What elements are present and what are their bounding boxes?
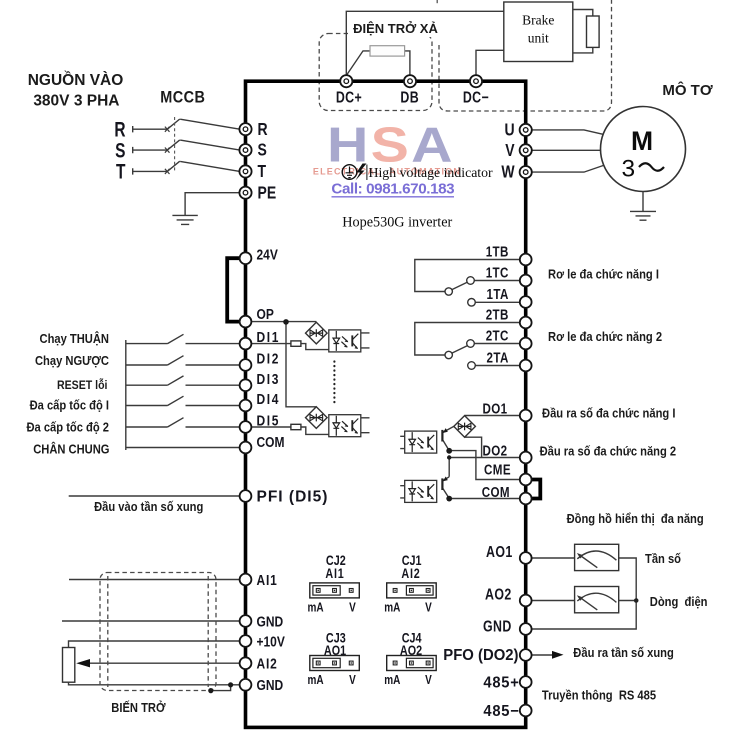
svg-text:AO2: AO2: [485, 585, 512, 603]
svg-text:GND: GND: [257, 677, 284, 694]
svg-text:mA: mA: [384, 601, 400, 614]
svg-text:AO1: AO1: [486, 543, 513, 561]
svg-text:V: V: [349, 674, 356, 687]
svg-text:PFO (DO2): PFO (DO2): [443, 647, 518, 664]
svg-text:DI4: DI4: [257, 391, 280, 408]
svg-text:COM: COM: [257, 434, 285, 451]
svg-text:W: W: [501, 163, 514, 182]
svg-text:Chạy NGƯỢC: Chạy NGƯỢC: [35, 353, 109, 368]
svg-text:Call: 0981.670.183: Call: 0981.670.183: [331, 181, 454, 198]
svg-text:2TC: 2TC: [486, 327, 509, 344]
svg-text:Brake: Brake: [522, 13, 554, 28]
svg-text:unit: unit: [528, 31, 549, 46]
svg-text:1TB: 1TB: [486, 243, 509, 260]
svg-text:380V 3 PHA: 380V 3 PHA: [33, 93, 119, 110]
svg-text:V: V: [349, 601, 356, 614]
svg-text:AI1: AI1: [325, 566, 344, 581]
svg-text:AO1: AO1: [324, 643, 346, 658]
svg-text:Đa cấp tốc độ I: Đa cấp tốc độ I: [30, 398, 109, 413]
svg-text:CME: CME: [484, 461, 511, 478]
svg-text:485−: 485−: [483, 702, 519, 719]
svg-text:CJ3: CJ3: [326, 630, 346, 645]
svg-text:DI5: DI5: [257, 412, 280, 429]
svg-text:+10V: +10V: [257, 633, 285, 650]
svg-text:PE: PE: [258, 184, 277, 203]
svg-text:Hope530G inverter: Hope530G inverter: [342, 215, 452, 231]
svg-text:ĐIỆN TRỞ XẢ: ĐIỆN TRỞ XẢ: [353, 21, 438, 36]
svg-text:Truyền thông RS 485: Truyền thông RS 485: [542, 688, 656, 703]
svg-text:DC+: DC+: [336, 88, 362, 106]
svg-text:Rơ le đa chức năng 2: Rơ le đa chức năng 2: [548, 329, 662, 344]
svg-text:CJ4: CJ4: [402, 630, 422, 645]
svg-text:ELECTRICAL AUTOMATION: ELECTRICAL AUTOMATION: [313, 167, 461, 177]
svg-text:mA: mA: [307, 674, 323, 687]
svg-text:U: U: [504, 121, 514, 140]
svg-text:DC−: DC−: [463, 88, 489, 106]
svg-text:Dòng điện: Dòng điện: [650, 594, 708, 609]
svg-text:AO2: AO2: [400, 643, 422, 658]
svg-text:24V: 24V: [257, 246, 278, 263]
svg-text:AI1: AI1: [257, 572, 278, 589]
svg-text:Đa cấp tốc độ 2: Đa cấp tốc độ 2: [26, 420, 109, 435]
svg-text:mA: mA: [384, 674, 400, 687]
svg-text:AI2: AI2: [257, 655, 278, 672]
svg-text:Đầu ra số đa chức năng 2: Đầu ra số đa chức năng 2: [540, 444, 677, 459]
svg-text:CJ2: CJ2: [326, 553, 346, 568]
svg-text:V: V: [425, 601, 432, 614]
svg-text:BIẾN TRỞ: BIẾN TRỞ: [111, 699, 166, 715]
svg-text:NGUỒN VÀO: NGUỒN VÀO: [28, 71, 124, 89]
svg-text:HSA: HSA: [327, 118, 455, 172]
svg-text:COM: COM: [482, 484, 510, 501]
svg-text:Tần số: Tần số: [645, 551, 682, 566]
svg-text:V: V: [425, 674, 432, 687]
svg-text:V: V: [505, 142, 515, 161]
svg-text:RESET lỗi: RESET lỗi: [57, 378, 108, 392]
svg-text:AI2: AI2: [401, 566, 420, 581]
svg-text:R: R: [258, 120, 269, 139]
svg-text:Rơ le đa chức năng I: Rơ le đa chức năng I: [548, 267, 659, 282]
svg-text:mA: mA: [307, 601, 323, 614]
svg-text:CHÂN CHUNG: CHÂN CHUNG: [33, 441, 109, 457]
svg-text:DO2: DO2: [482, 442, 507, 459]
svg-text:1TC: 1TC: [486, 264, 509, 281]
svg-text:3: 3: [621, 156, 635, 183]
svg-text:Đồng hồ hiển thị đa năng: Đồng hồ hiển thị đa năng: [567, 511, 704, 526]
svg-text:2TB: 2TB: [486, 306, 509, 323]
svg-text:T: T: [258, 163, 267, 182]
svg-text:485+: 485+: [483, 674, 519, 691]
svg-text:DI1: DI1: [257, 329, 280, 346]
svg-text:S: S: [258, 141, 267, 160]
svg-text:GND: GND: [257, 613, 284, 630]
svg-text:High voltage indicator: High voltage indicator: [369, 165, 494, 180]
svg-text:1TA: 1TA: [487, 286, 509, 303]
svg-text:T: T: [116, 159, 126, 183]
svg-text:DB: DB: [400, 88, 419, 106]
svg-text:Chạy THUẬN: Chạy THUẬN: [40, 330, 109, 346]
svg-text:GND: GND: [483, 617, 512, 635]
svg-text:M: M: [631, 126, 653, 156]
svg-text:OP: OP: [257, 306, 274, 323]
svg-text:CJ1: CJ1: [402, 553, 422, 568]
svg-text:Đầu ra số đa chức năng I: Đầu ra số đa chức năng I: [542, 406, 675, 421]
svg-text:DI3: DI3: [257, 371, 280, 388]
svg-text:DI2: DI2: [257, 350, 280, 367]
svg-text:DO1: DO1: [482, 400, 507, 417]
svg-text:Đầu vào tần số xung: Đầu vào tần số xung: [94, 499, 203, 514]
svg-text:S: S: [115, 138, 125, 162]
svg-text:R: R: [114, 117, 126, 141]
svg-text:PFI (DI5): PFI (DI5): [257, 489, 329, 506]
svg-text:MÔ TƠ: MÔ TƠ: [662, 81, 712, 99]
svg-text:2TA: 2TA: [487, 349, 509, 366]
svg-text:MCCB: MCCB: [160, 88, 205, 106]
svg-text:Đầu ra tần số xung: Đầu ra tần số xung: [573, 645, 674, 660]
